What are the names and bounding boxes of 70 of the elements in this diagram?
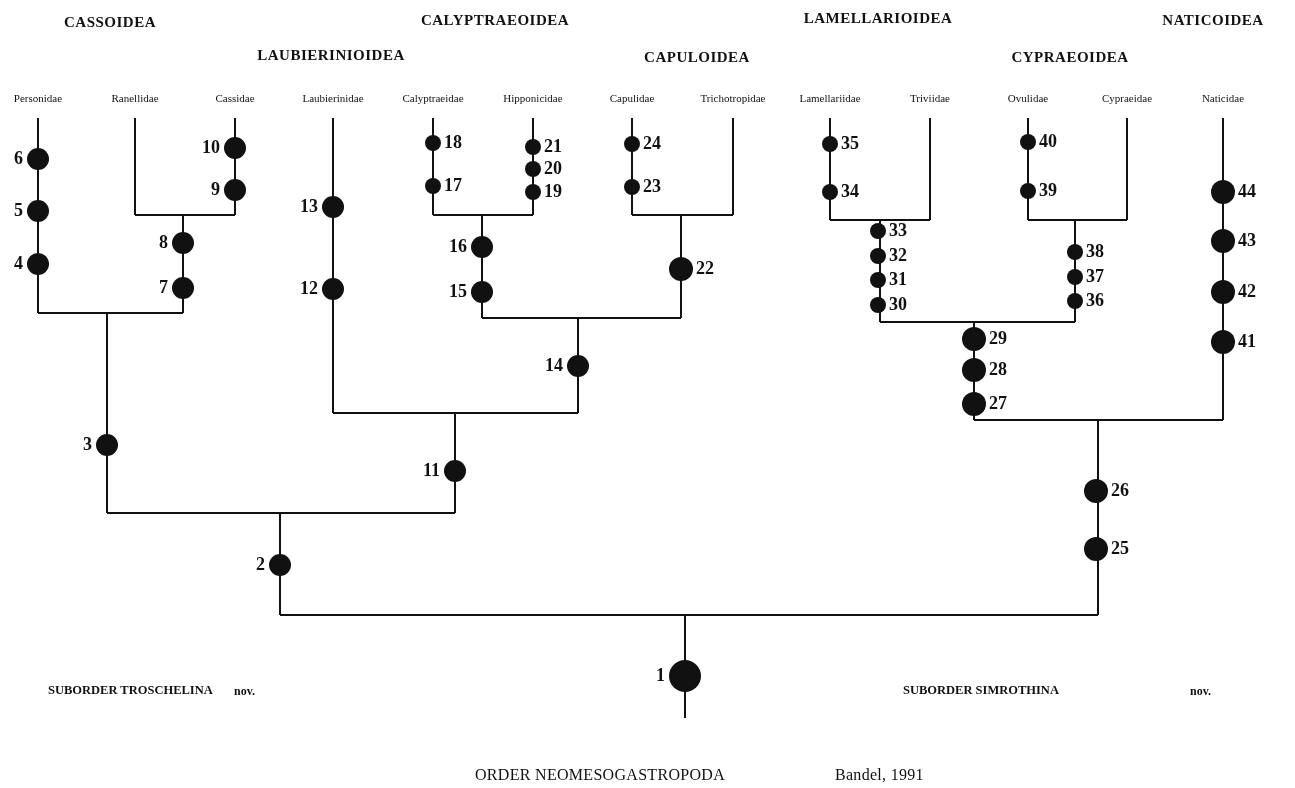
- node-number: 4: [14, 254, 23, 274]
- node-number: 12: [300, 279, 318, 299]
- superfamily-name: CALYPTRAEOIDEA: [420, 11, 570, 29]
- node-number: 40: [1039, 132, 1057, 152]
- node-number: 33: [889, 221, 907, 241]
- family-name: Laubierinidae: [302, 91, 364, 105]
- superfamily-name: LAUBIERINIOIDEA: [257, 46, 405, 64]
- node-number: 38: [1086, 242, 1104, 262]
- node-number: 27: [989, 394, 1007, 414]
- node-number: 8: [159, 233, 168, 253]
- node-number: 16: [449, 237, 467, 257]
- node-number: 44: [1238, 182, 1256, 202]
- node-number: 28: [989, 360, 1007, 380]
- node-number: 41: [1238, 332, 1256, 352]
- node-number: 22: [696, 259, 714, 279]
- family-name: Triviidae: [910, 91, 950, 105]
- status-note: nov.: [234, 685, 255, 699]
- family-name: Ranellidae: [111, 91, 159, 105]
- family-name: Trichotropidae: [700, 91, 766, 105]
- node-number: 20: [544, 159, 562, 179]
- node-number: 43: [1238, 231, 1256, 251]
- family-name: Calyptraeidae: [402, 91, 464, 105]
- node-number: 3: [83, 435, 92, 455]
- node-number: 13: [300, 197, 318, 217]
- node-number: 7: [159, 278, 168, 298]
- node-number: 2: [256, 555, 265, 575]
- superfamily-name: LAMELLARIOIDEA: [803, 9, 953, 27]
- node-number: 1: [656, 666, 665, 686]
- node-number: 14: [545, 356, 563, 376]
- family-name: Ovulidae: [1007, 91, 1049, 105]
- node-number: 17: [444, 176, 462, 196]
- suborder-name: SUBORDER TROSCHELINA: [48, 684, 213, 698]
- author-citation: Bandel, 1991: [835, 766, 924, 784]
- family-name: Naticidae: [1201, 91, 1245, 105]
- family-name: Cypraeidae: [1101, 91, 1153, 105]
- node-number: 21: [544, 137, 562, 157]
- family-name: Lamellariidae: [799, 91, 861, 105]
- status-note: nov.: [1190, 685, 1211, 699]
- node-number: 34: [841, 182, 859, 202]
- node-number: 32: [889, 246, 907, 266]
- node-number: 9: [211, 180, 220, 200]
- node-number: 37: [1086, 267, 1104, 287]
- node-number: 39: [1039, 181, 1057, 201]
- node-number: 26: [1111, 481, 1129, 501]
- node-number: 42: [1238, 282, 1256, 302]
- superfamily-name: NATICOIDEA: [1162, 11, 1264, 29]
- family-name: Personidae: [13, 91, 63, 105]
- superfamily-name: CAPULOIDEA: [644, 48, 750, 66]
- suborder-name: SUBORDER SIMROTHINA: [903, 684, 1059, 698]
- node-number: 15: [449, 282, 467, 302]
- family-name: Capulidae: [609, 91, 655, 105]
- family-name: Hipponicidae: [503, 91, 563, 105]
- node-number: 24: [643, 134, 661, 154]
- node-number: 31: [889, 270, 907, 290]
- superfamily-name: CASSOIDEA: [64, 13, 156, 31]
- node-number: 18: [444, 133, 462, 153]
- superfamily-name: CYPRAEOIDEA: [1011, 48, 1129, 66]
- node-number: 10: [202, 138, 220, 158]
- node-number: 25: [1111, 539, 1129, 559]
- node-number: 5: [14, 201, 23, 221]
- family-name: Cassidae: [215, 91, 255, 105]
- node-number: 6: [14, 149, 23, 169]
- node-number: 35: [841, 134, 859, 154]
- caption: ORDER NEOMESOGASTROPODA: [475, 766, 726, 784]
- node-number: 30: [889, 295, 907, 315]
- node-number: 19: [544, 182, 562, 202]
- node-number: 23: [643, 177, 661, 197]
- node-number: 11: [423, 461, 440, 481]
- node-number: 36: [1086, 291, 1104, 311]
- node-number: 29: [989, 329, 1007, 349]
